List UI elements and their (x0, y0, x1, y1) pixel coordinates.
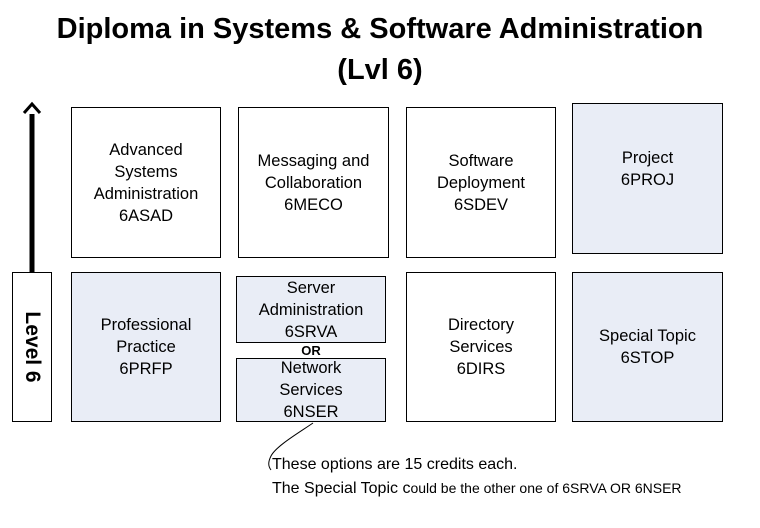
module-line: Systems (114, 162, 178, 181)
module-line: Administration (258, 300, 364, 319)
module-code: 6PRFP (119, 360, 173, 378)
module-code: 6NSER (283, 403, 339, 421)
level-arrow-head (22, 101, 42, 114)
note-special-topic: The Special Topic could be the other one… (272, 478, 682, 499)
module-line: Software (448, 151, 514, 170)
module-line: Services (279, 381, 343, 399)
module-box-6meco: Messaging and Collaboration 6MECO (238, 107, 389, 258)
module-box-6dirs: Directory Services 6DIRS (406, 272, 556, 422)
module-code: 6PROJ (620, 170, 675, 189)
level-label: Level 6 (21, 311, 44, 383)
module-code: 6MECO (284, 195, 343, 214)
module-box-6prfp: Professional Practice 6PRFP (71, 272, 221, 422)
module-line: Advanced (109, 140, 183, 159)
module-box-6proj: Project 6PROJ (572, 103, 723, 254)
module-code: 6ASAD (118, 206, 174, 225)
module-line: Administration (93, 184, 199, 203)
module-line: Services (449, 338, 513, 356)
module-box-6srva: Server Administration 6SRVA (236, 276, 386, 343)
module-code: 6SDEV (453, 195, 509, 214)
module-box-6stop: Special Topic 6STOP (572, 272, 723, 422)
module-line: Directory (447, 316, 514, 334)
note-special-topic-part2: ould be the other one of 6SRVA OR 6NSER (410, 480, 682, 496)
title-line-1: Diploma in Systems & Software Administra… (56, 13, 704, 45)
module-line: Project (621, 148, 674, 167)
module-line: Professional (100, 316, 192, 334)
or-label: OR (301, 343, 321, 358)
note-special-topic-part1: The Special Topic c (272, 480, 411, 497)
module-line: Server (286, 278, 336, 297)
module-box-6sdev: Software Deployment 6SDEV (406, 107, 556, 258)
module-box-6nser: Network Services 6NSER (236, 358, 386, 422)
module-line: Deployment (436, 173, 526, 192)
module-line: Special Topic (599, 327, 696, 345)
module-line: Collaboration (264, 173, 363, 192)
module-code: 6STOP (620, 349, 675, 367)
module-line: Network (280, 359, 342, 377)
module-box-6asad: Advanced Systems Administration 6ASAD (71, 107, 221, 258)
level-label-box: Level 6 (12, 272, 52, 422)
title-line-2: (Lvl 6) (337, 54, 423, 86)
module-line: Messaging and (257, 151, 370, 170)
module-code: 6DIRS (456, 360, 506, 378)
note-credits: These options are 15 credits each. (272, 456, 518, 473)
module-line: Practice (116, 338, 176, 356)
module-code: 6SRVA (284, 322, 338, 341)
